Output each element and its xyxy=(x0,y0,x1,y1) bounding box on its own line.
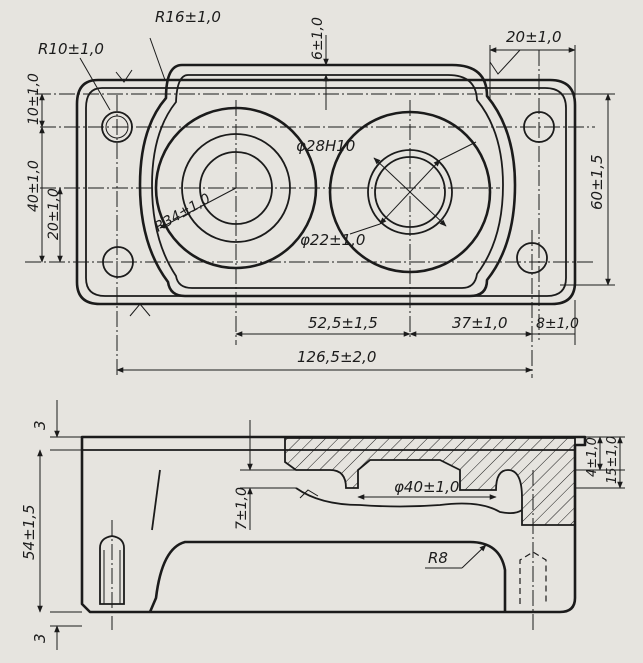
dim-7: 7±1,0 xyxy=(234,487,250,530)
dim-r10: R10±1,0 xyxy=(38,40,104,58)
section-hatch xyxy=(284,437,576,526)
dim-54: 54±1,5 xyxy=(20,504,38,560)
dim-20-left: 20±1,0 xyxy=(46,188,62,240)
dim-phi22: φ22±1,0 xyxy=(300,231,365,249)
body-inner-outline xyxy=(151,74,504,289)
dim-4: 4±1,0 xyxy=(585,437,600,477)
body-outline xyxy=(138,63,517,298)
dim-r8: R8 xyxy=(428,549,448,567)
bottom-recess xyxy=(148,540,507,613)
section-outline xyxy=(80,435,587,614)
left-stud xyxy=(99,535,125,605)
dim-15: 15±1,0 xyxy=(605,436,620,484)
dim-r16: R16±1,0 xyxy=(155,8,221,26)
dim-60: 60±1,5 xyxy=(588,154,606,210)
dim-126-5: 126,5±2,0 xyxy=(297,348,376,366)
dim-phi28: φ28H10 xyxy=(296,137,355,155)
dim-37: 37±1,0 xyxy=(452,314,508,332)
plan-view: R16±1,0 R10±1,0 6±1,0 20±1,0 10±1,0 40±1… xyxy=(25,8,615,378)
section-view: 3 54±1,5 3 7±1,0 φ40±1,0 R8 4±1,0 15±1,0 xyxy=(20,400,625,650)
dim-8: 8±1,0 xyxy=(536,316,579,332)
dim-3-top: 3 xyxy=(31,420,49,430)
dim-6: 6±1,0 xyxy=(310,17,326,60)
dim-40: 40±1,0 xyxy=(26,160,42,212)
dim-52-5: 52,5±1,5 xyxy=(308,314,378,332)
dim-phi40: φ40±1,0 xyxy=(394,478,459,496)
dim-20-top: 20±1,0 xyxy=(506,28,562,46)
flange-inner-outline xyxy=(85,87,567,297)
dim-3-bottom: 3 xyxy=(31,633,49,643)
flange-outline xyxy=(75,78,577,306)
dim-10: 10±1,0 xyxy=(26,73,42,125)
